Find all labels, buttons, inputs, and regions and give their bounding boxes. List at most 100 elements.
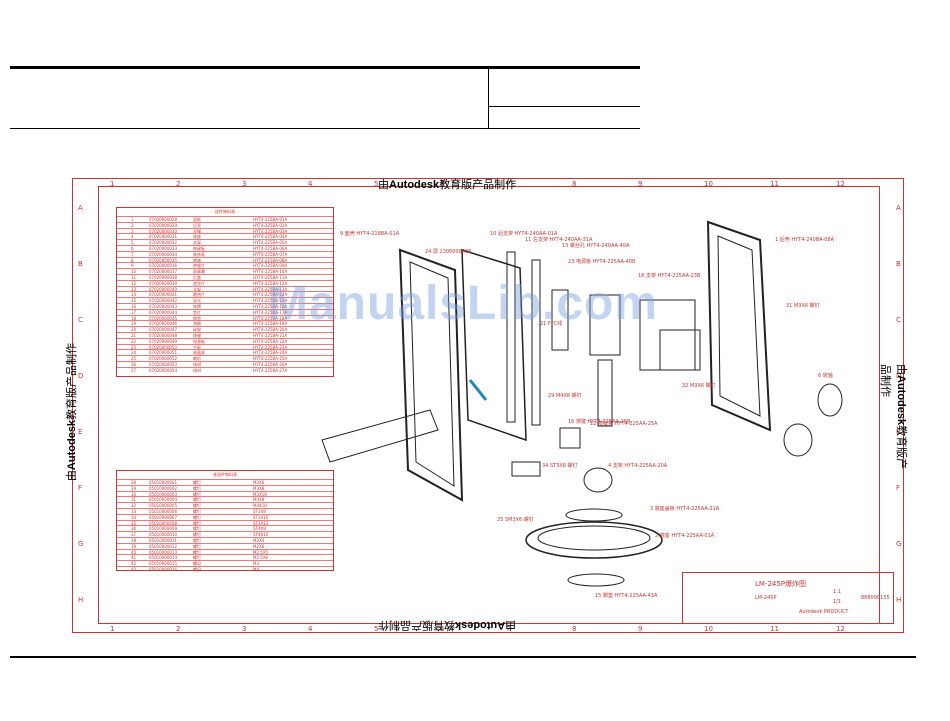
zone-col-label: 6: [440, 180, 445, 188]
zone-row-label: A: [78, 204, 83, 212]
zone-col-label: 2: [176, 625, 181, 633]
zone-col-label: 1: [110, 625, 115, 633]
table-cell: 43: [131, 567, 137, 572]
table-cell: 11: [131, 275, 137, 280]
table-cell: 螺钉: [193, 555, 201, 561]
front-bezel-inner: [409, 261, 455, 487]
callout-label: 18 支架 HYT4-225AA-23B: [638, 273, 701, 279]
callout-label: 34 ST3X8 螺钉: [542, 463, 578, 469]
callout-label: 24 屏 2300000003: [425, 249, 472, 255]
zone-row-label: E: [78, 428, 83, 436]
drawing-frame: [98, 186, 880, 624]
table-cell: HYT4-225BA-27A: [253, 367, 288, 373]
table-cell: 33: [131, 509, 137, 514]
zone-col-label: 4: [308, 180, 313, 188]
zone-row-label: G: [78, 540, 84, 548]
stand-neck: [583, 467, 613, 493]
table-cell: 07020000031: [149, 234, 177, 240]
table-cell: 螺钉: [193, 514, 201, 520]
table-cell: 07020000035: [149, 257, 177, 263]
table-cell: 后盖: [193, 275, 201, 280]
callout-label: 29 M4X8 螺钉: [548, 393, 582, 399]
table-cell: 18: [131, 315, 137, 321]
speaker-left: [783, 423, 813, 457]
table-cell: 按键板: [193, 246, 205, 251]
table-cell: HYT4-225BA-06A: [253, 246, 288, 251]
table-cell: HYT4-225BA-22A: [253, 338, 288, 344]
zone-col-label: 3: [242, 625, 247, 633]
table-cell: 屏蔽罩: [193, 269, 205, 275]
title-block-model: LM-245P: [755, 595, 777, 601]
table-cell: 19: [131, 321, 137, 327]
table-cell: M4X8: [253, 497, 265, 503]
table-cell: HYT4-225BA-04A: [253, 234, 288, 240]
table-cell: 05010000007: [149, 514, 177, 520]
table-cell: 硅胶: [193, 327, 201, 333]
table-cell: 液晶屏: [193, 350, 205, 356]
table-cell: 05010000009: [149, 526, 177, 532]
table-cell: HYT4-225BA-12A: [253, 280, 288, 286]
header-divider: [488, 68, 489, 128]
table-cell: HYT4-225BA-21A: [253, 333, 288, 338]
table-cell: 07020000044: [149, 309, 177, 315]
zone-col-label: 8: [572, 625, 577, 633]
table-cell: 07020000053: [149, 362, 177, 367]
table-cell: 12: [131, 280, 137, 286]
table-cell: HYT4-225BA-16A: [253, 304, 288, 309]
table-cell: 05010000004: [149, 497, 177, 503]
zone-row-label: F: [896, 484, 901, 492]
callout-label: 21 FFC线: [540, 321, 563, 327]
table-cell: 后壳: [193, 222, 201, 228]
zone-col-label: 2: [176, 180, 181, 188]
callout-label: 4 支架 HYT4-225AA-20A: [608, 463, 668, 469]
left-bracket: [506, 251, 516, 423]
table-cell: 散热片: [193, 292, 205, 298]
table-cell: 转轴: [193, 257, 201, 263]
zone-col-label: 1: [110, 180, 115, 188]
table-cell: HYT4-225BA-07A: [253, 251, 288, 257]
stand-plate: [511, 461, 541, 477]
table-cell: 05010000005: [149, 503, 177, 509]
table-cell: 40: [131, 549, 137, 555]
table-cell: 07020000051: [149, 350, 177, 356]
zone-col-label: 11: [770, 180, 779, 188]
table-cell: M2.5X6: [253, 555, 269, 561]
stand-hinge: [559, 427, 581, 449]
zone-col-label: 7: [506, 180, 511, 188]
table-cell: 05010000002: [149, 485, 177, 491]
table-cell: ST4X10: [253, 532, 269, 538]
front-bezel: [398, 248, 464, 502]
table-cell: 07020000048: [149, 333, 177, 338]
zone-row-label: B: [896, 260, 901, 268]
table-cell: HYT4-225BA-25A: [253, 356, 288, 362]
table-cell: 21: [131, 333, 137, 338]
table-cell: M4X10: [253, 503, 267, 509]
table-cell: M2X4: [253, 538, 265, 543]
table-cell: 螺钉: [193, 485, 201, 491]
table-cell: 07020000038: [149, 275, 177, 280]
table-cell: 螺钉: [193, 497, 201, 503]
title-block: LM-245P爆炸图 LM-245P 1:1 1/1 888000155 Aut…: [682, 572, 894, 624]
table-cell: 17: [131, 309, 137, 315]
callout-label: 12 按键板 HYT4-225AA-25A: [590, 421, 658, 427]
zone-col-label: 9: [638, 625, 643, 633]
speaker-right: [817, 383, 843, 417]
title-block-org: Autodesk PRODUCT: [799, 609, 849, 615]
zone-row-label: A: [896, 204, 901, 212]
